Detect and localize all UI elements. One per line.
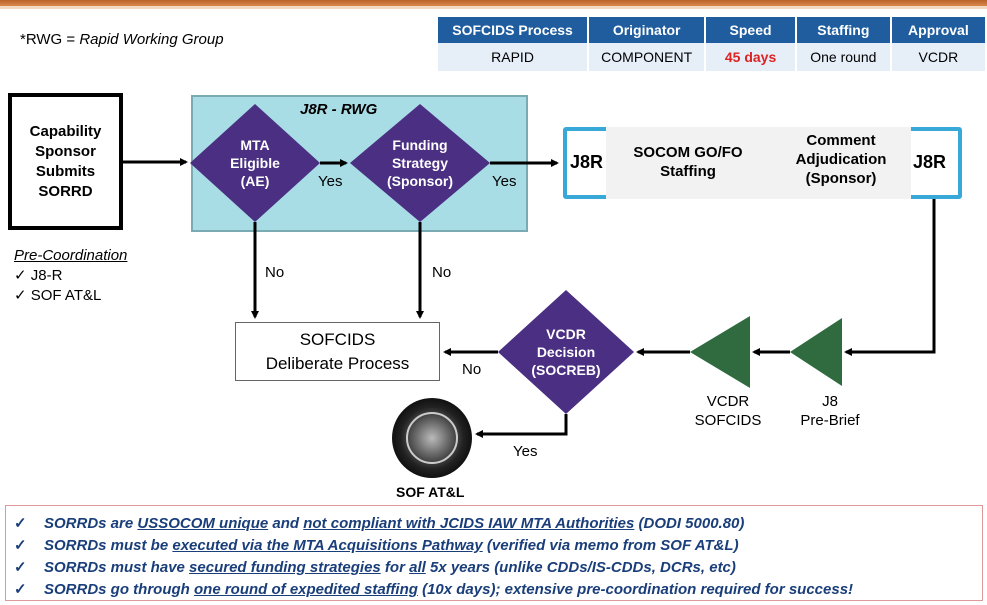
cell-process: RAPID xyxy=(438,43,588,71)
pre-coordination-item: ✓ SOF AT&L xyxy=(14,287,102,304)
capability-sponsor-box: Capability Sponsor Submits SORRD xyxy=(8,93,123,230)
key-point-2: ✓SORRDs must be executed via the MTA Acq… xyxy=(14,537,739,554)
rwg-title: J8R - RWG xyxy=(300,101,378,118)
funding-strategy-diamond xyxy=(350,104,490,222)
process-summary-table: SOFCIDS Process Originator Speed Staffin… xyxy=(436,17,987,71)
key-points-panel: ✓SORRDs are USSOCOM unique and not compl… xyxy=(5,505,983,601)
j8r-label-left: J8R xyxy=(570,152,604,172)
staffing-band-inner xyxy=(606,127,911,199)
header-speed: Speed xyxy=(706,17,795,43)
j8-prebrief-triangle xyxy=(790,318,842,386)
ussocom-seal-inner-ring xyxy=(406,412,458,464)
yes-label-funding: Yes xyxy=(492,173,517,190)
mta-eligible-diamond xyxy=(190,104,320,222)
yes-label-mta: Yes xyxy=(318,173,343,190)
sponsor-line-2: Sponsor xyxy=(35,142,96,160)
key-point-3: ✓SORRDs must have secured funding strate… xyxy=(14,559,736,576)
pre-coordination-title: Pre-Coordination xyxy=(14,247,128,264)
header-approval: Approval xyxy=(891,17,985,43)
no-label-funding: No xyxy=(432,264,452,281)
sof-atl-label: SOF AT&L xyxy=(396,484,465,500)
no-label-mta: No xyxy=(265,264,285,281)
rwg-footnote: *RWG = Rapid Working Group xyxy=(20,31,224,48)
top-accent-bar xyxy=(0,0,987,6)
top-accent-bar-light xyxy=(0,6,987,9)
j8r-label-right: J8R xyxy=(913,152,947,172)
cell-staffing: One round xyxy=(796,43,890,71)
cell-approval: VCDR xyxy=(891,43,985,71)
vcdr-decision-diamond xyxy=(498,290,634,414)
cell-speed: 45 days xyxy=(706,43,795,71)
sponsor-line-1: Capability xyxy=(29,122,102,140)
header-staffing: Staffing xyxy=(796,17,890,43)
pre-coordination-item: ✓ J8-R xyxy=(14,267,63,284)
vcdr-sofcids-triangle xyxy=(690,316,750,388)
sponsor-line-3: Submits xyxy=(35,162,96,180)
sponsor-line-4: SORRD xyxy=(38,182,93,200)
cell-originator: COMPONENT xyxy=(589,43,705,71)
header-originator: Originator xyxy=(589,17,705,43)
key-point-1: ✓SORRDs are USSOCOM unique and not compl… xyxy=(14,515,745,532)
arrow-decision-yes xyxy=(475,414,568,438)
header-process: SOFCIDS Process xyxy=(438,17,588,43)
key-point-4: ✓SORRDs go through one round of expedite… xyxy=(14,581,854,598)
pre-coordination-list: Pre-Coordination ✓ J8-R ✓ SOF AT&L xyxy=(14,246,127,306)
yes-label-decision: Yes xyxy=(513,443,538,460)
no-label-decision: No xyxy=(462,361,482,378)
arrow-j8r-down xyxy=(844,199,936,356)
